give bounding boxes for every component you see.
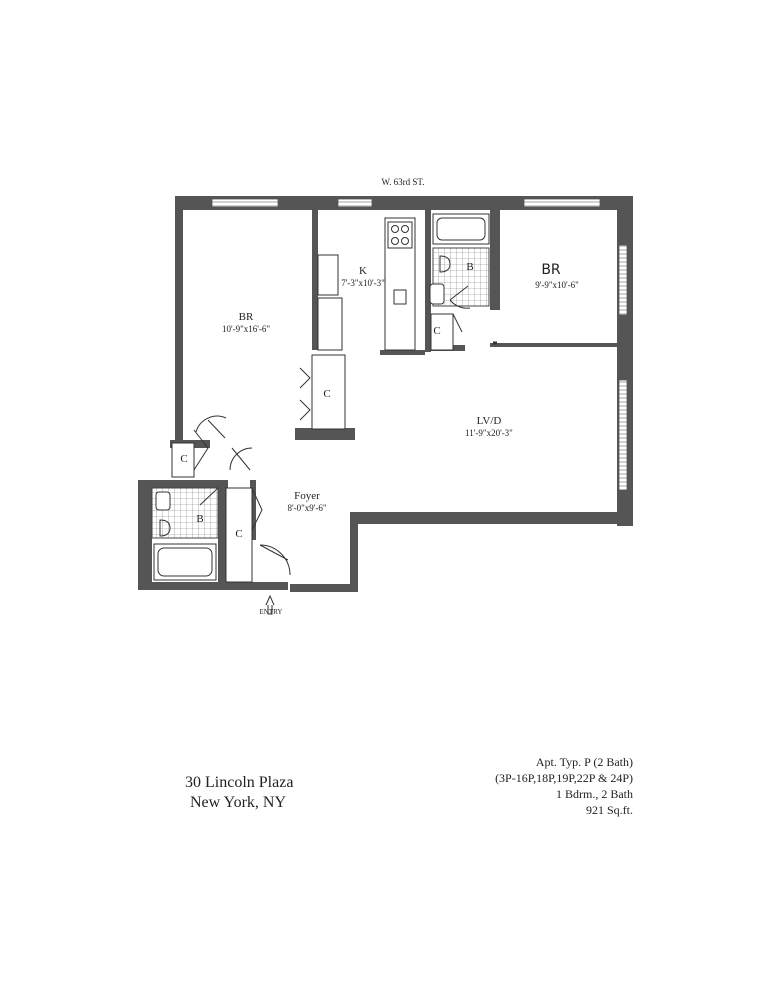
bath-right: [429, 213, 490, 351]
street-label: W. 63rd ST.: [381, 177, 424, 187]
apartment-info: Apt. Typ. P (2 Bath) (3P-16P,18P,19P,22P…: [495, 754, 633, 818]
bath-left: [151, 429, 263, 583]
bedroom-left-dims: 10'-9"x16'-6": [222, 324, 270, 334]
address-line2: New York, NY: [190, 794, 287, 811]
closet-label: C: [180, 453, 187, 465]
kitchen-dims: 7'-3"x10'-3": [341, 278, 385, 288]
entry-label: ENTRY: [260, 608, 283, 616]
closet-label: C: [433, 325, 440, 337]
apartment-units: (3P-16P,18P,19P,22P & 24P): [495, 771, 633, 785]
address-line1: 30 Lincoln Plaza: [185, 774, 294, 791]
bedroom-right-name: BR: [541, 262, 561, 278]
apartment-type: Apt. Typ. P (2 Bath): [535, 755, 633, 769]
outer-walls: [138, 196, 633, 592]
address-block: 30 Lincoln Plaza New York, NY: [185, 773, 293, 813]
living-dining-dims: 11'-9"x20'-3": [465, 428, 513, 438]
apartment-layout: 1 Bdrm., 2 Bath: [556, 787, 633, 801]
closet-label: C: [323, 388, 330, 400]
bedroom-right-dims: 9'-9"x10'-6": [535, 280, 579, 290]
living-dining-name: LV/D: [477, 415, 502, 427]
bath-label: B: [196, 513, 203, 525]
doors: [195, 341, 497, 576]
kitchen-fixtures: [317, 217, 416, 351]
apartment-area: 921 Sq.ft.: [585, 803, 633, 817]
entry-arrow-icon: [265, 594, 275, 615]
bath-label: B: [466, 261, 473, 273]
foyer-dims: 8'-0"x9'-6": [287, 503, 326, 513]
kitchen-name: K: [359, 265, 367, 277]
closet-label: C: [235, 528, 242, 540]
bedroom-left-name: BR: [239, 311, 254, 323]
foyer-name: Foyer: [294, 490, 320, 502]
